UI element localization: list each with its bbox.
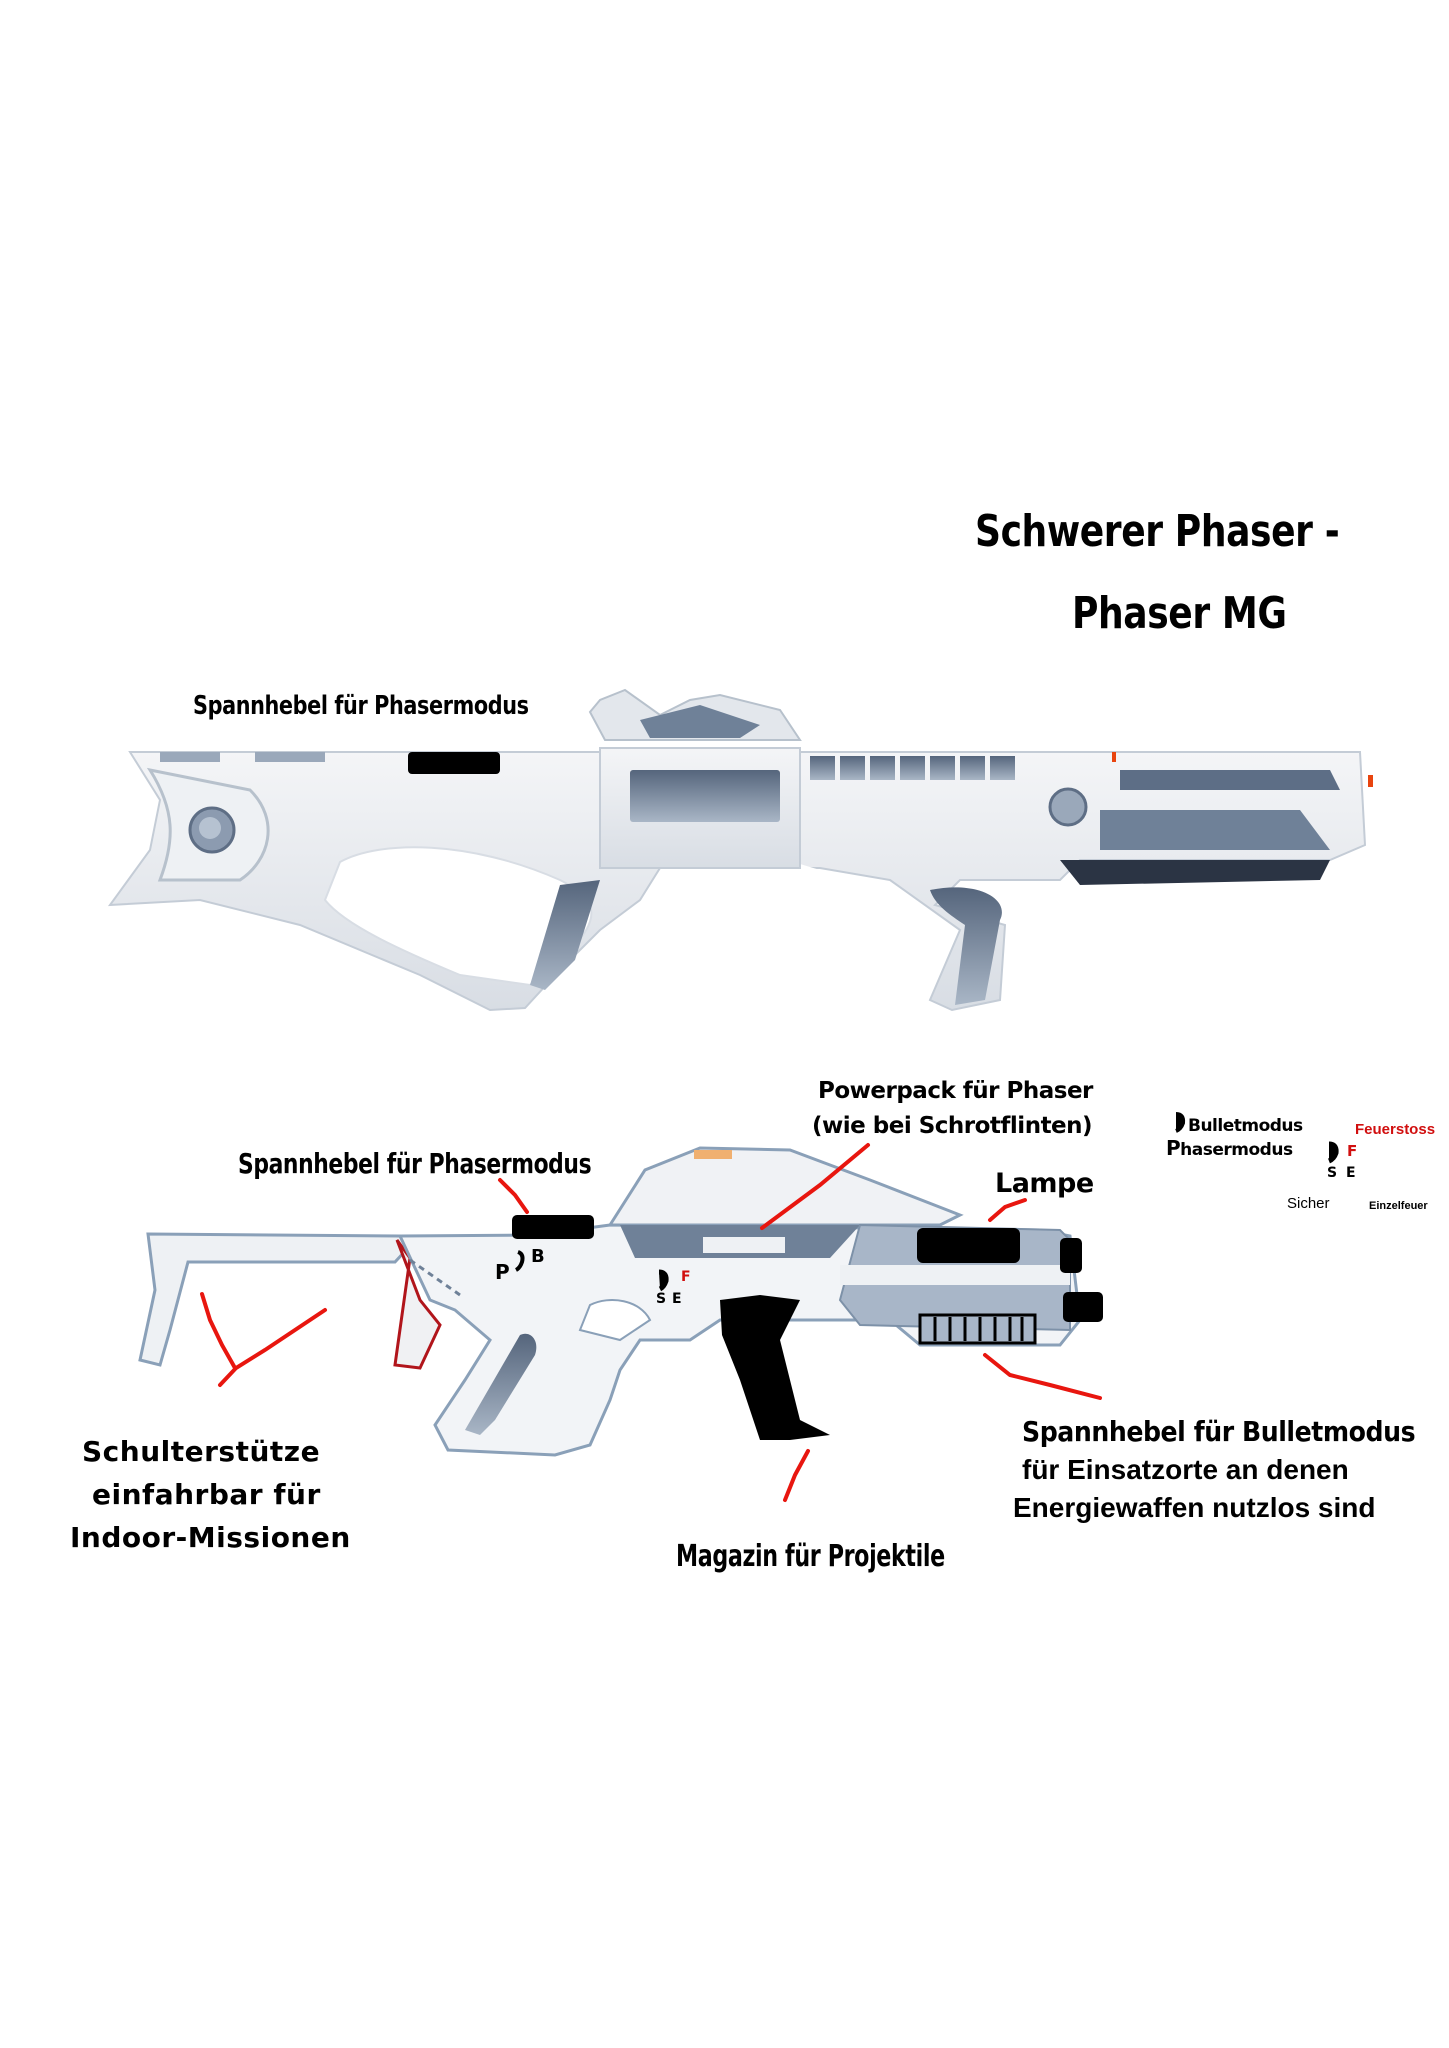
- stock-label-line-1: Schulterstütze: [82, 1435, 321, 1468]
- top-stock-rail: [160, 752, 220, 762]
- bottom-powerpack-slot: [703, 1237, 785, 1253]
- leader-lamp: [988, 1198, 1027, 1222]
- top-front-grip: [930, 887, 1002, 1005]
- legend-burst-letter: F: [1347, 1142, 1357, 1160]
- leader-powerpack: [760, 1143, 870, 1230]
- mode-selector-b: B: [531, 1246, 545, 1267]
- legend-phaser-mode: hasermodus: [1180, 1140, 1293, 1160]
- bottom-barrel-band: [840, 1265, 1070, 1285]
- mode-selector-p: P: [495, 1260, 510, 1284]
- top-receiver-window: [630, 770, 780, 822]
- fire-selector-s: S: [656, 1291, 666, 1307]
- top-weapon: [107, 688, 1373, 1012]
- fire-selector-f: F: [681, 1269, 691, 1285]
- legend-safe: Sicher: [1287, 1195, 1330, 1212]
- powerpack-label-line-2: (wie bei Schrotflinten): [812, 1113, 1093, 1139]
- legend-single-letter: E: [1346, 1165, 1356, 1181]
- legend-phaser-initial: P: [1166, 1136, 1181, 1160]
- top-rail-slots: [810, 756, 1015, 780]
- lamp-label: Lampe: [995, 1168, 1094, 1199]
- bottom-muzzle-lower: [1063, 1292, 1103, 1322]
- top-muzzle-accent: [1368, 775, 1373, 787]
- legend-safe-letter: S: [1327, 1165, 1337, 1181]
- legend-bullet-row: Bulletmodus: [1188, 1118, 1303, 1135]
- top-barrel-shade: [1100, 810, 1330, 850]
- top-muzzle-accent: [1112, 752, 1116, 762]
- leader-magazine: [783, 1449, 810, 1502]
- powerpack-label-line-1: Powerpack für Phaser: [818, 1078, 1093, 1104]
- top-rear-grip-shade: [530, 880, 600, 990]
- title-line-2: Phaser MG: [1072, 588, 1287, 639]
- annotation-lines: [200, 1143, 1102, 1502]
- bottom-trigger-opening: [578, 1299, 652, 1342]
- leader-bullet-lever: [983, 1353, 1102, 1400]
- top-sight-shade: [640, 705, 760, 738]
- stock-label-line-2: einfahrbar für: [92, 1478, 321, 1511]
- bottom-powerpack-housing: [607, 1146, 964, 1227]
- top-barrel-rivet: [1048, 787, 1088, 827]
- bottom-weapon: [138, 1146, 1103, 1457]
- bottom-grip-shade: [465, 1333, 537, 1435]
- bottom-cocking-lever-label: Spannhebel für Phasermodus: [238, 1147, 592, 1180]
- bottom-amber-indicator: [694, 1150, 732, 1159]
- fire-selector-e: E: [672, 1291, 682, 1307]
- bullet-lever-label-line-1: Spannhebel für Bulletmodus: [1022, 1415, 1416, 1448]
- legend-bullet-mode: Bulletmodus: [1188, 1116, 1303, 1136]
- bottom-muzzle-upper: [1060, 1238, 1082, 1273]
- top-cocking-lever: [408, 752, 500, 774]
- top-stock-rivet-center: [199, 817, 221, 839]
- bottom-cocking-lever: [512, 1215, 594, 1239]
- top-cocking-lever-label: Spannhebel für Phasermodus: [193, 691, 529, 721]
- leader-stock-left: [200, 1292, 237, 1370]
- legend-single: Einzelfeuer: [1369, 1200, 1428, 1212]
- magazine-label: Magazin für Projektile: [676, 1539, 945, 1574]
- bottom-magazine: [720, 1295, 830, 1440]
- legend-burst: Feuerstoss: [1355, 1121, 1436, 1138]
- bottom-lamp: [917, 1228, 1020, 1263]
- stock-label-line-3: Indoor-Missionen: [70, 1521, 351, 1554]
- leader-bottom-cocking-lever: [498, 1178, 529, 1214]
- title-line-1: Schwerer Phaser -: [975, 506, 1340, 557]
- bullet-lever-label-line-3: Energiewaffen nutzlos sind: [1013, 1492, 1376, 1523]
- leader-stock-right: [218, 1308, 327, 1387]
- top-barrel-shade: [1120, 770, 1340, 790]
- top-trigger-opening: [323, 846, 593, 987]
- top-barrel-underside: [1060, 860, 1330, 885]
- top-stock-rail: [255, 752, 325, 762]
- bullet-lever-label-line-2: für Einsatzorte an denen: [1022, 1454, 1349, 1485]
- bottom-bullet-lever: [918, 1313, 1037, 1345]
